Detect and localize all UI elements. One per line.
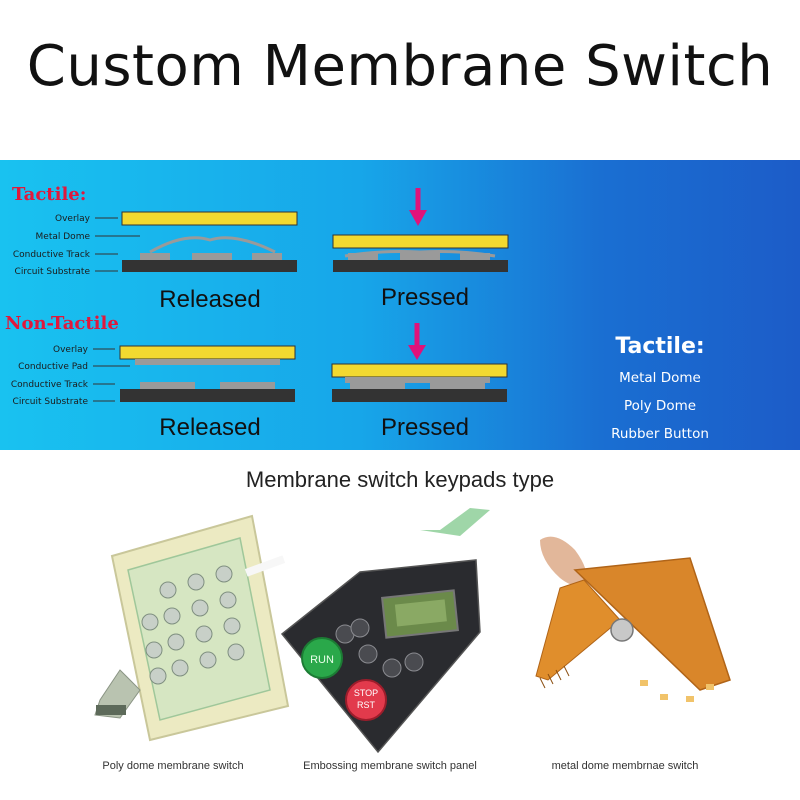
tactile-diagram-banner: Tactile: Overlay Metal Dome Conductive T… [0,160,800,592]
label-overlay: Overlay [53,345,89,355]
pressed-label: Pressed [381,284,469,311]
tactile-title: Tactile: [12,184,86,205]
label-overlay: Overlay [55,214,91,224]
non-tactile-types-heading: Non-Tactile: [587,484,733,509]
rst-key-label: RST [357,700,376,710]
metal-dome-switch-image [535,536,731,702]
label-conductive-track: Conductive Track [11,380,89,390]
label-metal-dome: Metal Dome [36,232,91,242]
caption-embossing-panel: Embossing membrane switch panel [303,760,477,772]
metal-dome-shape [149,236,276,254]
type-item: Metal Dome [619,370,701,386]
overlay-layer [121,211,298,226]
released-label: Released [159,286,260,313]
conductive-pad [135,359,280,365]
type-item: Poly Dome [623,398,697,414]
type-item: Rubber Button [611,426,709,442]
type-item: Flat Button [622,520,698,536]
circuit-substrate [333,260,508,272]
product-gallery: RUN STOP RST [94,508,731,754]
caption-metal-dome: metal dome membrnae switch [551,760,699,772]
caption-poly-dome: Poly dome membrane switch [102,760,244,772]
non-tactile-title: Non-Tactile [5,313,119,334]
stop-key-label: STOP [354,688,378,698]
pressed-label: Pressed [381,414,469,441]
released-label: Released [159,414,260,441]
run-key-label: RUN [310,654,334,666]
label-conductive-track: Conductive Track [13,250,91,260]
page-title: Custom Membrane Switch [26,34,774,99]
switch-structure-diagram: Tactile: Overlay Metal Dome Conductive T… [5,184,509,441]
conductive-track [252,253,282,260]
metal-dome-icon [610,618,634,642]
circuit-substrate [122,260,297,272]
embossing-panel-image: RUN STOP RST [280,508,490,754]
label-conductive-pad: Conductive Pad [18,362,88,372]
press-arrow-icon [409,210,427,226]
poly-dome-switch-image [94,514,290,742]
conductive-track [140,253,170,260]
keypads-type-heading: Membrane switch keypads type [245,467,555,492]
press-arrow-icon [408,345,426,360]
label-circuit-substrate: Circuit Substrate [13,397,89,407]
conductive-track [192,253,232,260]
label-circuit-substrate: Circuit Substrate [15,267,91,277]
tactile-types-heading: Tactile: [615,334,705,359]
type-item: Embossing with Tactile Feedback [548,454,772,470]
overlay-layer [332,234,509,249]
